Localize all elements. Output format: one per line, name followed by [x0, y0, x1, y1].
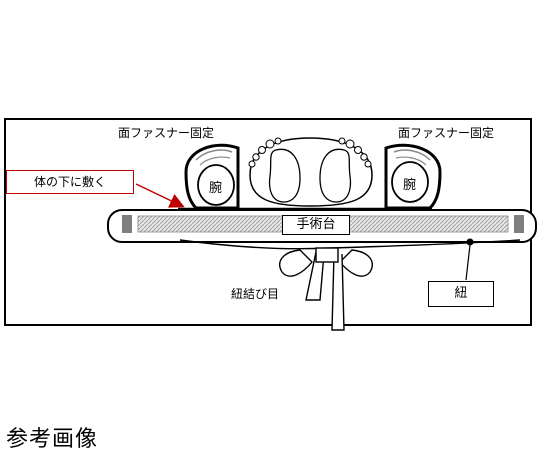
strap [179, 239, 521, 331]
callout-under-body-text: 体の下に敷く [33, 175, 106, 189]
strap-leader-line [465, 244, 471, 281]
label-fastener-right: 面ファスナー固定 [398, 126, 495, 140]
feet-shape [248, 137, 373, 207]
pad-end-left [122, 215, 132, 233]
left-arm [184, 143, 240, 210]
table-label-text: 手術台 [296, 217, 336, 232]
label-fastener-left: 面ファスナー固定 [118, 126, 215, 140]
right-arm [384, 143, 442, 210]
strap-label: 紐 [428, 281, 494, 307]
pad-end-right [514, 215, 524, 233]
callout-arrow [135, 183, 185, 208]
strap-marker-dot [466, 238, 474, 246]
label-arm-left: 腕 [209, 181, 223, 196]
label-arm-right: 腕 [403, 178, 417, 193]
callout-under-body: 体の下に敷く [6, 170, 134, 194]
label-knot: 紐結び目 [231, 287, 280, 301]
strap-label-text: 紐 [454, 286, 468, 301]
table-label: 手術台 [282, 215, 350, 235]
caption: 参考画像 [6, 427, 99, 452]
